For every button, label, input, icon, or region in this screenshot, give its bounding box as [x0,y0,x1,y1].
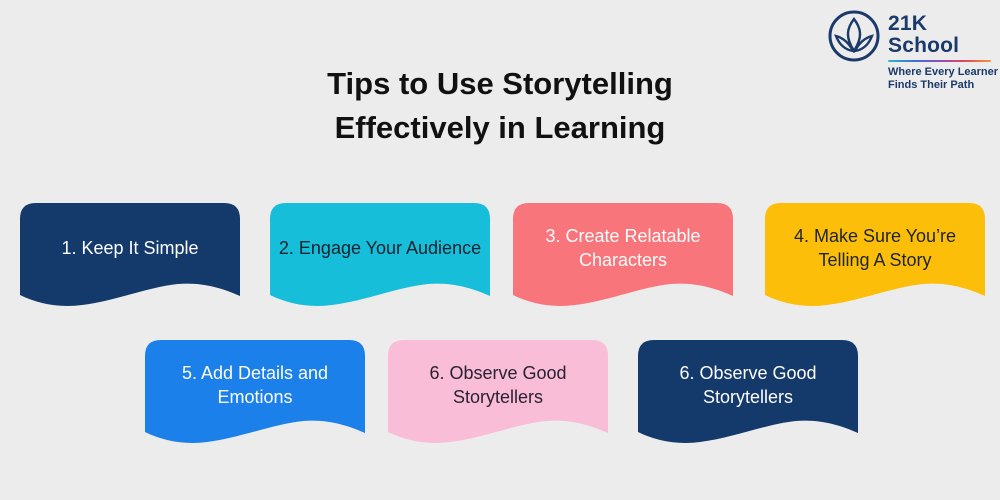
brand-logo: 21K School Where Every Learner Finds The… [828,10,1000,92]
tip-card-5: 5. Add Details and Emotions [145,340,365,447]
tip-card-4: 4. Make Sure You’re Telling A Story [765,203,985,310]
tip-card-7: 6. Observe Good Storytellers [638,340,858,447]
card-wave-shape [513,203,733,306]
tip-card-3: 3. Create Relatable Characters [513,203,733,310]
tip-card-label: 2. Engage Your Audience [278,238,482,258]
lotus-circle-icon [828,10,880,62]
tip-card-6: 6. Observe Good Storytellers [388,340,608,447]
page-title-line1: Tips to Use Storytelling [327,66,673,101]
tip-card-label: 5. Add Details and Emotions [181,363,329,407]
tip-card-label: 3. Create Relatable Characters [545,226,701,270]
tip-card-label: 1. Keep It Simple [61,238,199,258]
logo-tagline-line1: Where Every Learner [888,66,999,78]
logo-tagline-line2: Finds Their Path [888,79,975,91]
card-wave-shape [145,340,365,443]
card-wave-shape [388,340,608,443]
logo-wordmark: 21K School [888,12,960,57]
card-wave-shape [270,203,490,306]
logo-text-block: 21K School Where Every Learner Finds The… [888,10,1000,92]
tip-card-label: 6. Observe Good Storytellers [429,363,567,407]
card-wave-shape [765,203,985,306]
tip-card-2: 2. Engage Your Audience [270,203,490,310]
tip-card-1: 1. Keep It Simple [20,203,240,310]
card-wave-shape [638,340,858,443]
tip-card-label: 6. Observe Good Storytellers [679,363,817,407]
logo-gradient-underline [888,60,991,62]
tip-card-label: 4. Make Sure You’re Telling A Story [793,226,957,270]
page-title-line2: Effectively in Learning [334,110,666,145]
card-wave-shape [20,203,240,306]
